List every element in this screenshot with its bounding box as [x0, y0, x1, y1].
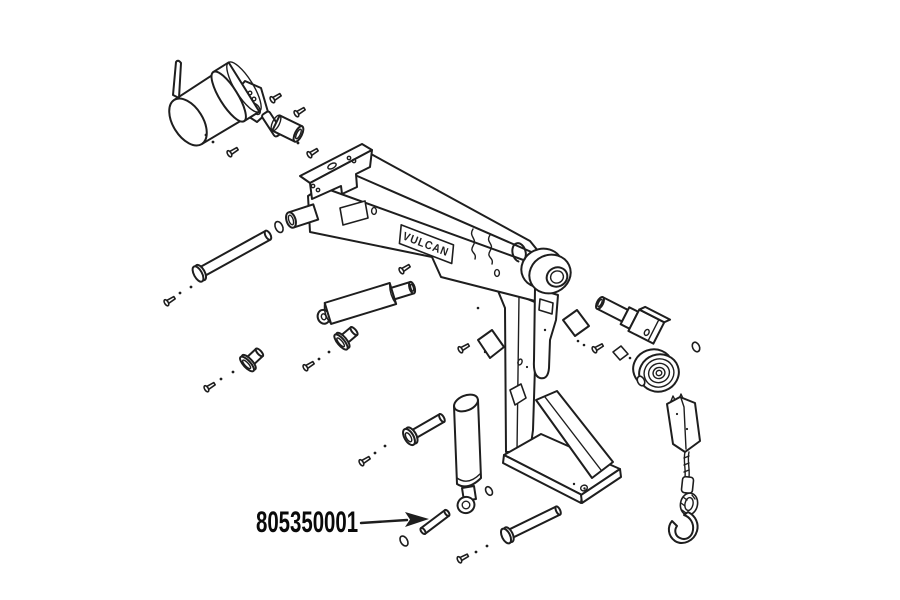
lift-cylinder [453, 393, 482, 515]
o-ring [399, 535, 409, 547]
rope-thimble [679, 492, 699, 516]
fastener-screw [268, 91, 284, 105]
fastener-screw [357, 454, 373, 468]
hook-and-cable-assembly [666, 393, 701, 544]
callout-arrow [359, 518, 409, 525]
rope-ferrule [680, 475, 695, 494]
column-slot-hole [509, 383, 527, 406]
base-plate-holes [572, 482, 589, 492]
part-callout: 805350001 [256, 506, 429, 539]
long-pivot-pin [162, 229, 273, 308]
base-gusset [535, 390, 614, 479]
crosstube [285, 203, 320, 229]
boom-hole [370, 206, 378, 216]
fastener-dot [211, 140, 215, 144]
fastener-screw [292, 105, 308, 119]
fastener-dot [189, 285, 193, 289]
fastener-dot [383, 444, 387, 448]
fastener-screw [456, 341, 472, 355]
fastener-dot [204, 133, 208, 137]
fastener-screw [590, 341, 606, 355]
part-number-label: 805350001 [256, 506, 358, 539]
wedge-socket [666, 393, 701, 453]
fastener-screw [202, 380, 218, 394]
flanged-bolt-a [239, 347, 265, 373]
fastener-screw [162, 294, 178, 308]
o-ring [484, 485, 494, 497]
fastener-screw [397, 262, 413, 276]
fastener-dot [327, 350, 331, 354]
fastener-dot [525, 365, 529, 369]
lower-clevis-pin [499, 505, 562, 545]
fastener-dot [296, 141, 300, 145]
shim-plate-right [562, 309, 590, 337]
boom-heel-link [532, 287, 559, 380]
upright-column [495, 285, 538, 453]
boom-hole [493, 268, 501, 278]
o-ring [517, 358, 523, 366]
fastener-dot [485, 544, 489, 548]
boom-relief-cut [470, 228, 494, 265]
fastener-dot [219, 377, 223, 381]
base-plate [502, 433, 622, 504]
tow-hook [667, 511, 699, 544]
fastener-dot [231, 370, 235, 374]
fastener-screw [301, 359, 317, 373]
sheave-pulley [632, 348, 680, 393]
fastener-dot [373, 451, 377, 455]
fastener-dot [476, 306, 480, 310]
flanged-clevis-pin [402, 412, 446, 447]
fastener-dot [543, 328, 547, 332]
link-slot [538, 298, 554, 315]
winch-drum [168, 61, 262, 147]
o-ring [691, 341, 701, 353]
plate-slot [327, 162, 337, 170]
winch-collar [210, 61, 262, 123]
fastener-screw [455, 551, 471, 565]
roller-pin-block [595, 296, 672, 345]
pivot-bushing [261, 110, 305, 143]
fastener-screw [225, 145, 241, 159]
flanged-bolt-b [333, 326, 359, 351]
shim-plate-left [477, 329, 505, 359]
winch-lever [172, 59, 182, 99]
o-ring [636, 375, 646, 387]
boom-cylinder [316, 280, 417, 325]
retaining-ring [511, 242, 527, 263]
cylinder-eye [456, 495, 476, 515]
wire-rope [683, 451, 690, 478]
callout-arrowhead [405, 512, 429, 527]
boom-access-pocket [339, 200, 369, 226]
fastener-dot [474, 550, 478, 554]
shim-plate-small [612, 345, 629, 361]
fastener-dot [317, 357, 321, 361]
roll-pin [419, 508, 451, 535]
winch-assembly [168, 59, 321, 160]
plate-holes [310, 155, 357, 193]
fastener-dot [582, 343, 586, 347]
fastener-dot [178, 291, 182, 295]
fastener-dot [628, 356, 632, 360]
o-ring [274, 220, 284, 234]
fastener-dot [576, 339, 580, 343]
fastener-screw [305, 146, 321, 160]
mounting-plate [299, 143, 373, 200]
pivot-boss [520, 247, 572, 295]
